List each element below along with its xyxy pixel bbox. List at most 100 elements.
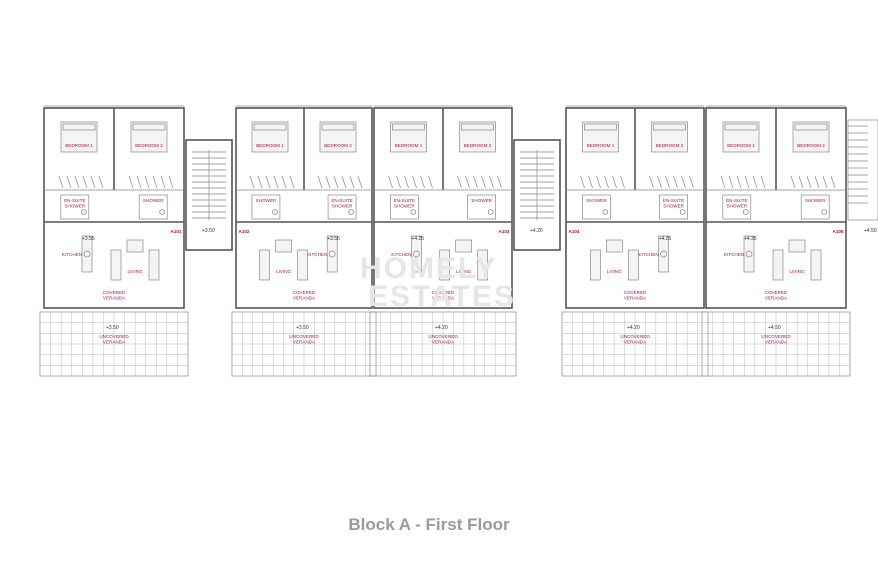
sofa-icon xyxy=(627,249,639,281)
wardrobe-icon xyxy=(798,175,804,189)
sofa-icon xyxy=(259,249,270,281)
pillow-icon xyxy=(584,123,617,131)
sink-icon xyxy=(328,250,336,258)
wardrobe-icon xyxy=(289,175,295,189)
sofa-icon xyxy=(110,249,122,281)
bed-icon xyxy=(319,121,357,153)
level-inner: +4.25 xyxy=(659,236,672,242)
bedroom-label: BEDROOM 2 xyxy=(797,143,825,148)
sofa-icon xyxy=(772,249,784,281)
toilet-icon xyxy=(272,209,278,215)
pillow-icon xyxy=(724,123,758,131)
level-inner: +3.55 xyxy=(82,236,95,242)
sink-icon xyxy=(660,250,667,258)
wardrobe-icon xyxy=(412,175,417,189)
level-side: +3.50 xyxy=(202,228,215,234)
sink-icon xyxy=(413,250,420,258)
wardrobe-icon xyxy=(580,175,585,189)
bedroom-label: BEDROOM 2 xyxy=(135,143,163,148)
wardrobe-icon xyxy=(152,175,158,189)
wardrobe-icon xyxy=(160,175,166,189)
wardrobe-icon xyxy=(281,175,287,189)
bathroom-outline xyxy=(467,194,496,220)
level-veranda: +4.20 xyxy=(627,325,640,331)
bedroom-label: BEDROOM 1 xyxy=(395,143,423,148)
wardrobe-icon xyxy=(489,175,494,189)
wardrobe-icon xyxy=(333,175,339,189)
bathroom-outline xyxy=(138,194,168,220)
level-veranda: +4.50 xyxy=(768,325,781,331)
wardrobe-icon xyxy=(388,175,393,189)
kitchen-counter-icon xyxy=(411,235,422,273)
wardrobe-icon xyxy=(830,175,836,189)
pillow-icon xyxy=(794,123,828,131)
bed-icon xyxy=(651,121,688,153)
bedroom-label: BEDROOM 2 xyxy=(464,143,492,148)
level-veranda: +3.50 xyxy=(106,325,119,331)
kitchen-counter-icon xyxy=(743,235,755,273)
wardrobe-icon xyxy=(604,175,609,189)
level-veranda: +4.20 xyxy=(435,325,448,331)
wardrobe-icon xyxy=(128,175,134,189)
kitchen-label: KITCHEN xyxy=(62,252,82,257)
bed-icon xyxy=(459,121,496,153)
wardrobe-icon xyxy=(689,175,694,189)
kitchen-label: KITCHEN xyxy=(724,252,744,257)
apartment-id: A103 xyxy=(499,229,510,234)
kitchen-label: KITCHEN xyxy=(639,252,659,257)
kitchen-counter-icon xyxy=(326,235,338,273)
wardrobe-icon xyxy=(744,175,750,189)
apartment-id: A104 xyxy=(569,229,580,234)
level-inner: +4.35 xyxy=(744,236,757,242)
wardrobe-icon xyxy=(357,175,363,189)
wardrobe-icon xyxy=(144,175,150,189)
wardrobe-icon xyxy=(325,175,331,189)
stair-walls xyxy=(185,139,233,251)
living-label: LIVING xyxy=(607,269,622,274)
toilet-icon xyxy=(348,209,354,215)
wardrobe-icon xyxy=(822,175,828,189)
stair-core-3 xyxy=(847,119,878,221)
sofa-icon xyxy=(589,249,601,281)
wardrobe-icon xyxy=(58,175,64,189)
wardrobe-icon xyxy=(404,175,409,189)
sofa-icon xyxy=(439,249,451,281)
table-icon xyxy=(275,239,292,253)
wardrobe-icon xyxy=(317,175,323,189)
wardrobe-icon xyxy=(752,175,758,189)
apartment-id: A101 xyxy=(171,229,182,234)
bathroom-label: SHOWER xyxy=(143,198,164,203)
toilet-icon xyxy=(742,209,749,215)
level-veranda: +3.50 xyxy=(296,325,309,331)
kitchen-counter-icon xyxy=(81,235,93,273)
wardrobe-icon xyxy=(612,175,617,189)
living-label: LIVING xyxy=(789,269,804,274)
wardrobe-icon xyxy=(428,175,433,189)
wardrobe-icon xyxy=(649,175,654,189)
wardrobe-icon xyxy=(673,175,678,189)
bedroom-label: BEDROOM 2 xyxy=(656,143,684,148)
living-label: LIVING xyxy=(456,269,471,274)
bathroom-outline xyxy=(659,194,688,220)
bathroom-outline xyxy=(60,194,90,220)
sofa-icon xyxy=(810,249,822,281)
bed-icon xyxy=(251,121,289,153)
wardrobe-icon xyxy=(481,175,486,189)
wardrobe-icon xyxy=(257,175,263,189)
living-label: LIVING xyxy=(276,269,291,274)
sofa-icon xyxy=(477,249,489,281)
bathroom-outline xyxy=(390,194,419,220)
toilet-icon xyxy=(159,209,165,215)
level-side: +4.20 xyxy=(530,228,543,234)
bedroom-label: BEDROOM 1 xyxy=(587,143,615,148)
